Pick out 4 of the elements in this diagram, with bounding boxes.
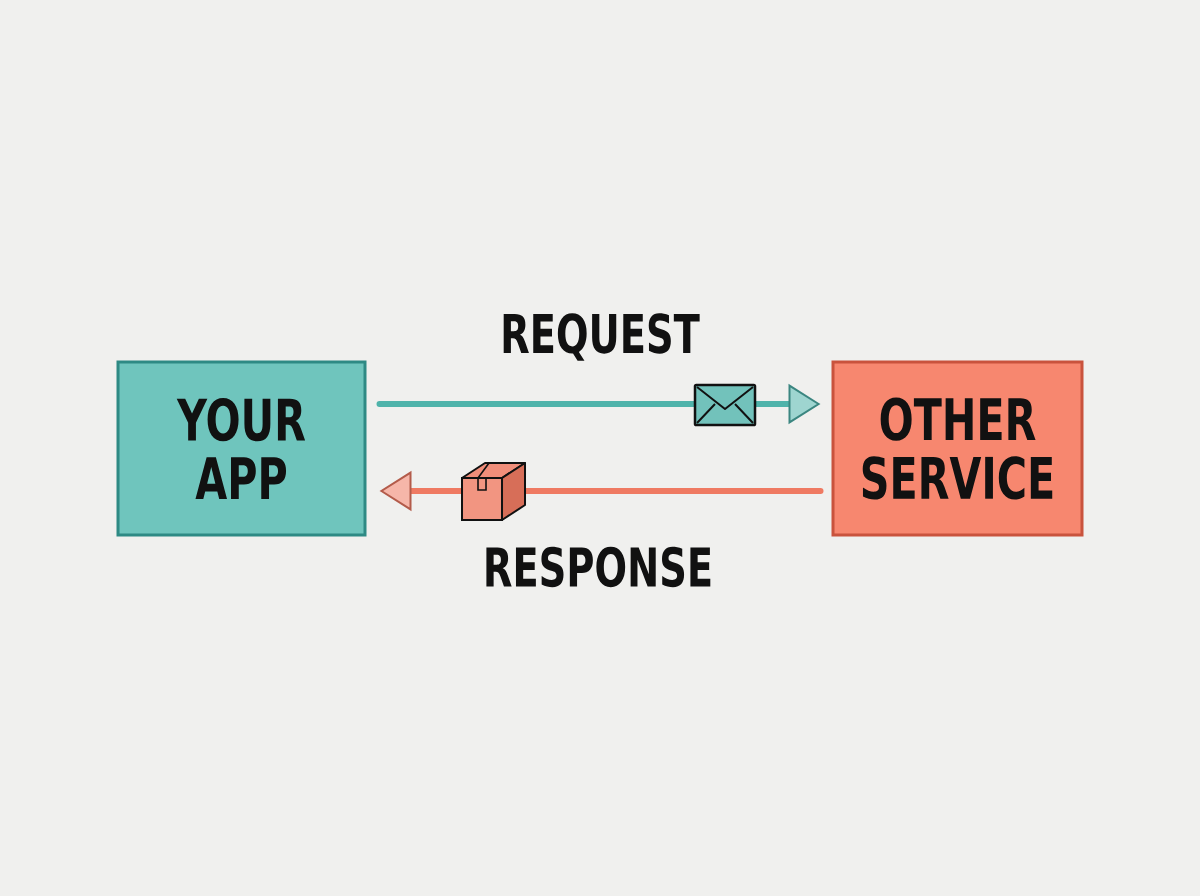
- edge-label: RESPONSE: [486, 546, 711, 588]
- process-box: YOUR APP: [116, 360, 367, 537]
- edge-label: REQUEST: [503, 313, 700, 361]
- process-box: OTHER SERVICE: [831, 360, 1084, 537]
